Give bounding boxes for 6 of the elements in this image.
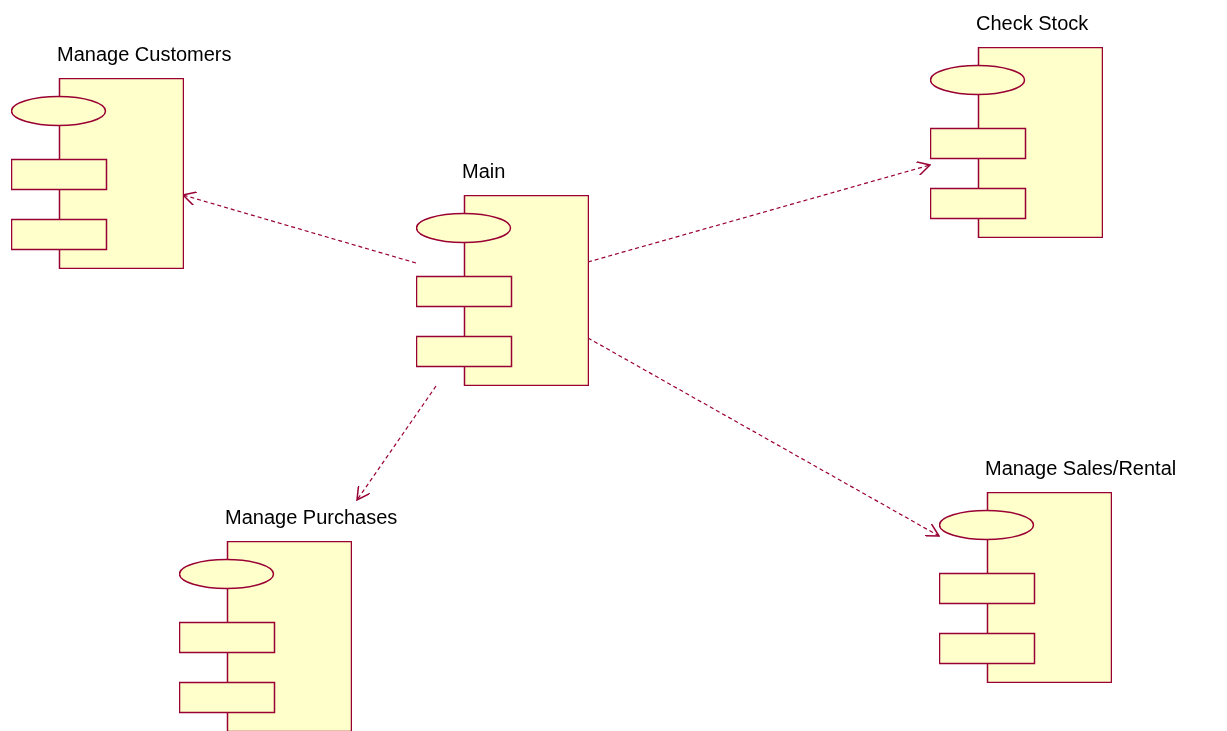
- component-name: Manage Customers: [57, 43, 232, 65]
- component-name: Check Stock: [976, 12, 1089, 34]
- component-name: Manage Sales/Rental: [985, 457, 1177, 479]
- component-name: Manage Purchases: [225, 506, 398, 528]
- dependency-arrow: [356, 385, 437, 501]
- component-name: Main: [462, 160, 506, 182]
